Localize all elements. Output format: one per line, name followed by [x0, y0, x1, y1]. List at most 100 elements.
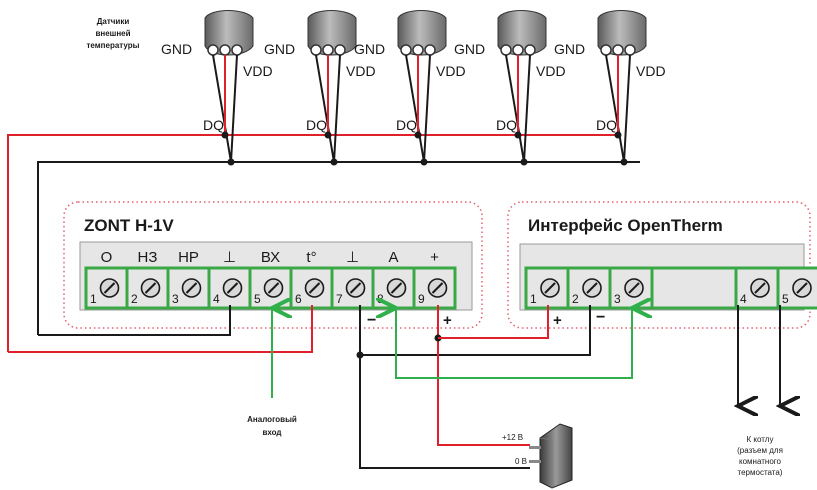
sensor-dq-label: DQ [203, 117, 224, 133]
opentherm-minus-sign: − [596, 309, 605, 326]
controller-terminal[interactable]: ВХ 5 [248, 249, 284, 308]
terminal-number: 1 [530, 292, 537, 306]
power-adapter-icon [529, 423, 573, 489]
terminal-label: O [101, 249, 113, 266]
terminal-label: ВХ [261, 249, 280, 266]
junction-dot [614, 131, 622, 139]
terminal-number: 7 [336, 292, 343, 306]
sensor-pin [207, 44, 219, 56]
sensor-pin [400, 44, 412, 56]
sensor-pin [524, 44, 536, 56]
sensor-pin [612, 44, 624, 56]
junction-dot [620, 158, 628, 166]
sensor-vdd-label: VDD [436, 63, 466, 79]
power-zero-label: 0 В [515, 457, 527, 466]
terminal-label: ⊥ [223, 249, 236, 266]
sensor-dq-label: DQ [396, 117, 417, 133]
terminal-label: A [388, 249, 398, 266]
sensor-pin [600, 44, 612, 56]
analog-input-line2: вход [262, 428, 281, 437]
junction-dot [324, 131, 332, 139]
temperature-sensor: GND VDD DQ [454, 10, 566, 166]
sensor-vdd-label: VDD [636, 63, 666, 79]
sensors-caption-line2: внешней [95, 29, 130, 38]
sensor-pin [310, 44, 322, 56]
junction-dot [414, 131, 422, 139]
opentherm-frame [507, 201, 811, 329]
boiler-line4: термостата) [738, 468, 783, 477]
opentherm-terminal[interactable]: 5 [782, 278, 812, 306]
temperature-sensor: GND VDD DQ [354, 10, 466, 166]
terminal-number: 2 [131, 292, 138, 306]
sensor-pin [219, 44, 231, 56]
sensor-pin [322, 44, 334, 56]
sensor-pin [500, 44, 512, 56]
controller-terminal[interactable]: O1 [90, 249, 120, 306]
opentherm-terminal-block: 1 2 3 4 5 [524, 266, 817, 310]
junction-dot [420, 158, 428, 166]
temperature-sensor: GND VDD DQ [161, 10, 273, 166]
terminal-number: 4 [213, 292, 220, 306]
controller-plus-sign: + [443, 312, 452, 329]
sensor-dq-label: DQ [496, 117, 517, 133]
controller-frame [63, 201, 483, 329]
junction-dot [227, 158, 235, 166]
terminal-number: 5 [782, 292, 789, 306]
boiler-line1: К котлу [747, 435, 774, 444]
terminal-label: НЗ [138, 249, 158, 266]
sensor-gnd-label: GND [454, 41, 485, 57]
sensor-vdd-label: VDD [346, 63, 376, 79]
terminal-label: + [430, 249, 439, 266]
opentherm-terminal-frame [524, 266, 817, 310]
sensor-dq-label: DQ [306, 117, 327, 133]
terminal-number: 3 [172, 292, 179, 306]
controller-terminal[interactable]: ⊥7 [330, 249, 366, 308]
sensors-caption-line3: температуры [87, 41, 140, 50]
junction-dot [221, 131, 229, 139]
boiler-line2: (разъем для [737, 446, 783, 455]
sensors-caption-line1: Датчики [97, 17, 130, 26]
opentherm-plus-sign: + [553, 312, 562, 329]
controller-terminal[interactable]: НЗ 2 [125, 249, 161, 308]
terminal-label: НР [178, 249, 199, 266]
sensor-pin [624, 44, 636, 56]
sensor-pin [512, 44, 524, 56]
power-plus12-label: +12 В [502, 433, 523, 442]
opentherm-terminal[interactable]: 4 [740, 278, 770, 306]
sensor-pin [412, 44, 424, 56]
terminal-number: 5 [254, 292, 261, 306]
terminal-number: 9 [418, 292, 425, 306]
sensor-gnd-label: GND [354, 41, 385, 57]
boiler-line3: комнатного [739, 457, 782, 466]
sensor-gnd-label: GND [554, 41, 585, 57]
sensor-vdd-label: VDD [536, 63, 566, 79]
sensor-gnd-label: GND [264, 41, 295, 57]
wiring-lower [8, 305, 780, 469]
sensor-vdd-label: VDD [243, 63, 273, 79]
controller-terminal[interactable]: A8 [371, 249, 407, 308]
terminal-number: 8 [377, 292, 384, 306]
terminal-number: 6 [295, 292, 302, 306]
terminal-number: 1 [90, 292, 97, 306]
sensor-pin [424, 44, 436, 56]
terminal-label: t° [306, 249, 316, 266]
temperature-sensor: GND VDD DQ [554, 10, 666, 166]
terminal-label: ⊥ [346, 249, 359, 266]
sensor-pin [334, 44, 346, 56]
controller-terminal[interactable]: ⊥4 [207, 249, 243, 308]
controller-terminal[interactable]: НР 3 [166, 249, 202, 308]
controller-title: ZONT H-1V [84, 216, 174, 235]
terminal-number: 4 [740, 292, 747, 306]
opentherm-title: Интерфейс OpenTherm [528, 216, 723, 235]
junction-dot [520, 158, 528, 166]
sensor-dq-label: DQ [596, 117, 617, 133]
terminal-number: 3 [614, 292, 621, 306]
sensor-pin [231, 44, 243, 56]
junction-dot [514, 131, 522, 139]
junction-dot [330, 158, 338, 166]
terminal-number: 2 [572, 292, 579, 306]
sensor-gnd-label: GND [161, 41, 192, 57]
controller-minus-sign: − [367, 312, 376, 329]
